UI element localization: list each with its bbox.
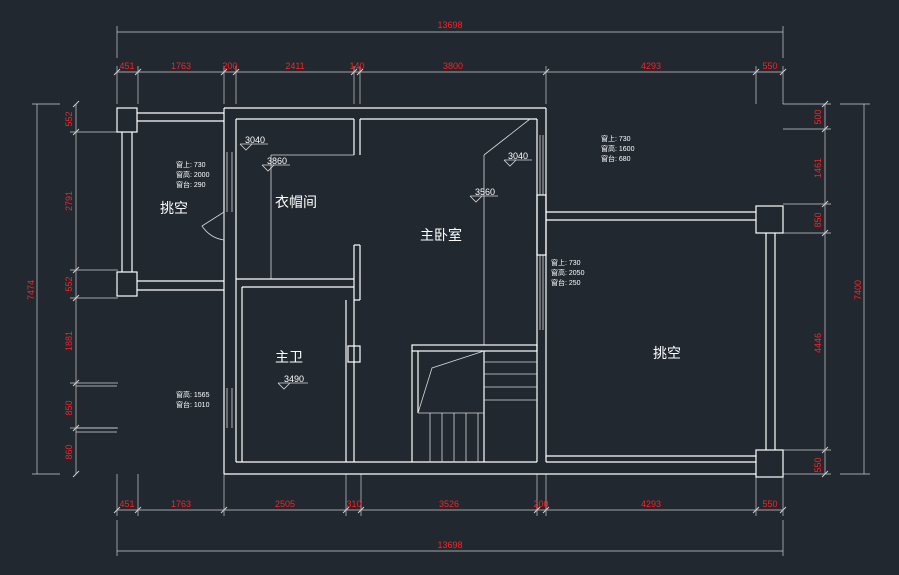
room-label-master-bedroom: 主卧室: [420, 227, 462, 244]
column-top-left: [116, 107, 138, 133]
level-3-label: 3040: [508, 151, 528, 161]
bottom-dim-4: 310: [346, 499, 361, 509]
window-note-3: 窗上: 730 窗高: 2050 窗台: 250: [551, 258, 585, 287]
bottom-dim-7: 4293: [641, 499, 661, 509]
top-dim-2: 1763: [171, 61, 191, 71]
right-dim-4: 4446: [813, 333, 823, 353]
top-dim-5: 140: [349, 61, 364, 71]
right-dimension-chain: 500 1461 850 4446 550: [783, 100, 831, 478]
bottom-dim-3: 2505: [275, 499, 295, 509]
level-marker-5: 3490: [277, 374, 308, 390]
bottom-total-label: 13698: [437, 540, 462, 550]
level-2-label: 3860: [267, 156, 287, 166]
bottom-dimension-chain: 451 1763 2505 310 3526 200 4293 550: [113, 474, 787, 516]
top-dim-7: 4293: [641, 61, 661, 71]
column-bottom-right: [755, 449, 784, 478]
bath-fixture: [347, 345, 361, 363]
window-note-4: 窗高: 1565 窗台: 1010: [176, 390, 210, 409]
top-total-label: 13698: [437, 20, 462, 30]
svg-text:窗高: 1565: 窗高: 1565: [176, 390, 210, 399]
level-marker-2: 3860: [261, 156, 290, 172]
walls: [76, 107, 784, 478]
svg-text:窗上: 730: 窗上: 730: [551, 258, 581, 267]
column-top-right: [755, 205, 784, 234]
left-dim-5: 850: [64, 400, 74, 415]
top-dim-8: 550: [762, 61, 777, 71]
svg-text:窗高: 2000: 窗高: 2000: [176, 170, 210, 179]
svg-text:窗上: 730: 窗上: 730: [176, 160, 206, 169]
level-marker-4: 3560: [469, 187, 498, 203]
room-label-cloakroom: 衣帽间: [275, 195, 317, 211]
top-dim-1: 451: [119, 61, 134, 71]
overall-right-dimension: 7400: [840, 103, 870, 475]
left-total-label: 7474: [26, 280, 36, 300]
staircase: [411, 344, 538, 462]
top-dim-6: 3800: [443, 61, 463, 71]
svg-text:窗台: 680: 窗台: 680: [601, 154, 631, 163]
svg-text:窗台: 290: 窗台: 290: [176, 180, 206, 189]
left-dim-4: 1881: [64, 331, 74, 351]
left-dim-2: 2791: [64, 191, 74, 211]
room-label-void-left: 挑空: [160, 201, 188, 217]
top-dimension-chain: 451 1763 200 2411 140 3800 4293 550: [113, 61, 787, 104]
right-dim-3: 850: [813, 212, 823, 227]
level-1-label: 3040: [245, 135, 265, 145]
room-label-void-right: 挑空: [653, 346, 681, 362]
overall-bottom-dimension: 13698: [116, 520, 784, 556]
window-note-2: 窗上: 730 窗高: 1600 窗台: 680: [601, 134, 635, 163]
svg-text:窗台: 250: 窗台: 250: [551, 278, 581, 287]
bottom-dim-6: 200: [533, 499, 548, 509]
top-dim-3: 200: [222, 61, 237, 71]
left-dim-6: 860: [64, 444, 74, 459]
svg-text:窗台: 1010: 窗台: 1010: [176, 400, 210, 409]
svg-text:窗高: 1600: 窗高: 1600: [601, 144, 635, 153]
overall-left-dimension: 7474: [26, 103, 60, 475]
left-dimension-chain: 552 2791 552 1881 850 860: [64, 100, 118, 478]
window-note-1: 窗上: 730 窗高: 2000 窗台: 290: [176, 160, 210, 189]
column-mid-left: [116, 271, 138, 297]
bottom-dim-1: 451: [119, 499, 134, 509]
level-marker-1: 3040: [239, 135, 268, 151]
overall-top-dimension: 13698: [116, 20, 784, 58]
bottom-dim-2: 1763: [171, 499, 191, 509]
door-swing: [201, 211, 225, 241]
left-dim-3: 552: [64, 276, 74, 291]
right-dim-5: 550: [813, 457, 823, 472]
svg-text:窗上: 730: 窗上: 730: [601, 134, 631, 143]
svg-text:窗高: 2050: 窗高: 2050: [551, 268, 585, 277]
right-dim-2: 1461: [813, 158, 823, 178]
top-dim-4: 2411: [285, 61, 304, 71]
level-marker-3: 3040: [503, 151, 532, 167]
bottom-dim-8: 550: [762, 499, 777, 509]
bottom-dim-5: 3526: [439, 499, 459, 509]
left-dim-1: 552: [64, 111, 74, 126]
right-total-label: 7400: [853, 280, 863, 300]
room-label-master-bath: 主卫: [275, 350, 303, 366]
level-4-label: 3560: [475, 187, 495, 197]
level-5-label: 3490: [284, 374, 304, 384]
right-dim-1: 500: [813, 109, 823, 124]
